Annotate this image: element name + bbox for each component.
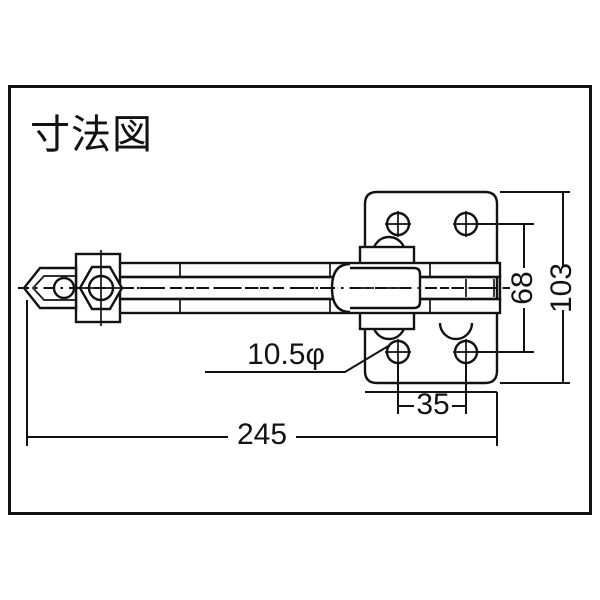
hole-center-marks	[385, 211, 479, 365]
fork-tip-inner	[31, 275, 77, 301]
dim-label-103: 103	[545, 263, 578, 313]
shaft-break-marks	[179, 263, 431, 313]
dim-label-245: 245	[237, 418, 287, 451]
shaft-lower-rail	[102, 297, 502, 315]
boss-lower-right	[438, 322, 474, 341]
dim-label-68: 68	[506, 271, 539, 304]
dim-label-35: 35	[416, 388, 449, 421]
shaft-upper-rail	[102, 261, 502, 279]
page-title: 寸法図	[30, 112, 153, 158]
leader-line-hole-diameter	[205, 344, 391, 373]
dimension-annotations: 103 68 35 245 10.5φ	[26, 191, 578, 451]
shaft-right-end-marks	[465, 279, 495, 297]
part-assembly	[18, 190, 510, 385]
dim-label-hole-diameter: 10.5φ	[247, 338, 325, 371]
